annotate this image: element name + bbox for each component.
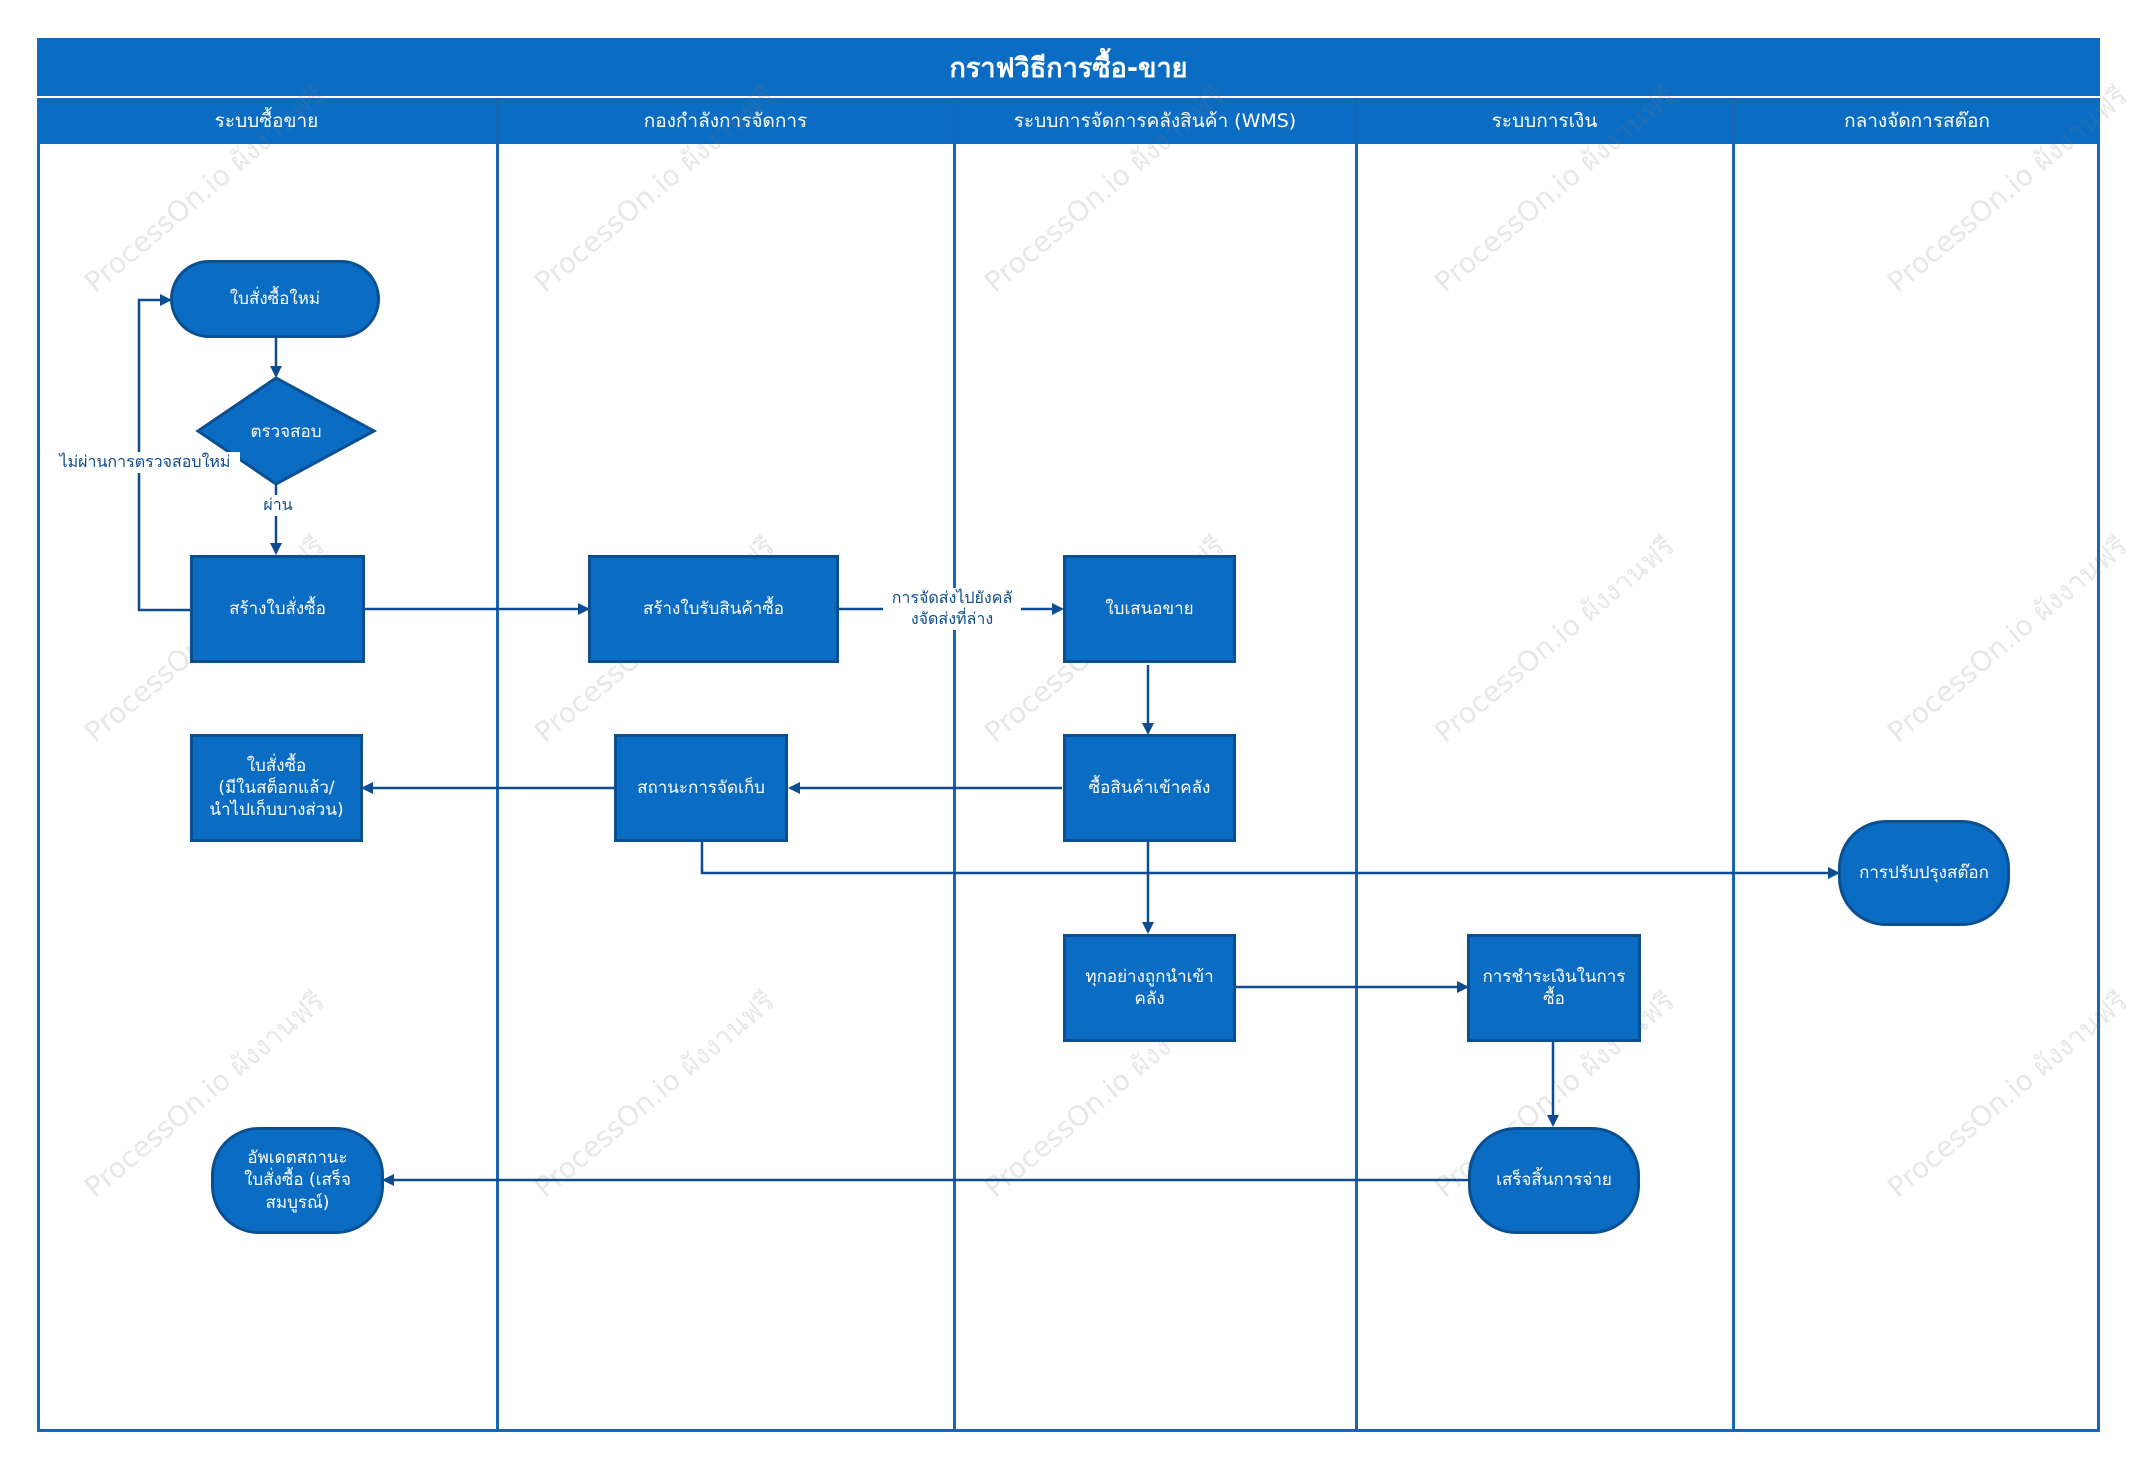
edge-label-pass: ผ่าน (258, 495, 298, 516)
node-update-status[interactable]: อัพเดตสถานะ ใบสั่งซื้อ (เสร็จ สมบูรณ์) (211, 1127, 384, 1234)
node-all-stored[interactable]: ทุกอย่างถูกนำเข้า คลัง (1063, 934, 1236, 1042)
node-payment-done[interactable]: เสร็จสิ้นการจ่าย (1468, 1127, 1640, 1234)
node-quotation[interactable]: ใบเสนอขาย (1063, 555, 1236, 663)
lane-divider (496, 98, 499, 1432)
diagram-title: กราฟวิธีการซื้อ-ขาย (37, 38, 2100, 98)
edge-storage-to-stock-adjust (700, 842, 1840, 879)
node-create-receipt[interactable]: สร้างใบรับสินค้าซื้อ (588, 555, 839, 663)
node-check-label: ตรวจสอบ (250, 421, 322, 442)
node-new-order[interactable]: ใบสั่งซื้อใหม่ (170, 260, 380, 338)
edge-label-ship: การจัดส่งไปยังคลั งจัดส่งที่ล่าง (883, 588, 1021, 630)
lane-header-finance: ระบบการเงิน (1357, 98, 1734, 144)
node-check[interactable]: ตรวจสอบ (198, 378, 374, 484)
lane-header-trading: ระบบซื้อขาย (37, 98, 498, 144)
node-payment[interactable]: การชำระเงินในการ ซื้อ (1467, 934, 1641, 1042)
lane-header-management: กองกำลังการจัดการ (498, 98, 955, 144)
lane-divider (953, 98, 956, 1432)
lane-divider (1732, 98, 1735, 1432)
node-create-po[interactable]: สร้างใบสั่งซื้อ (190, 555, 365, 663)
lane-header-wms: ระบบการจัดการคลังสินค้า (WMS) (955, 98, 1357, 144)
node-stock-adjust[interactable]: การปรับปรุงสต๊อก (1838, 820, 2010, 926)
node-po-status[interactable]: ใบสั่งซื้อ (มีในสต็อกแล้ว/ นำไปเก็บบางส่… (190, 734, 363, 842)
lane-header-stock: กลางจัดการสต๊อก (1734, 98, 2100, 144)
edge-label-fail: ไม่ผ่านการตรวจสอบใหม่ (50, 452, 240, 473)
check-diamond (195, 376, 378, 486)
node-receive-goods[interactable]: ซื้อสินค้าเข้าคลัง (1063, 734, 1236, 842)
node-storage-status[interactable]: สถานะการจัดเก็บ (614, 734, 788, 842)
lane-divider (1355, 98, 1358, 1432)
